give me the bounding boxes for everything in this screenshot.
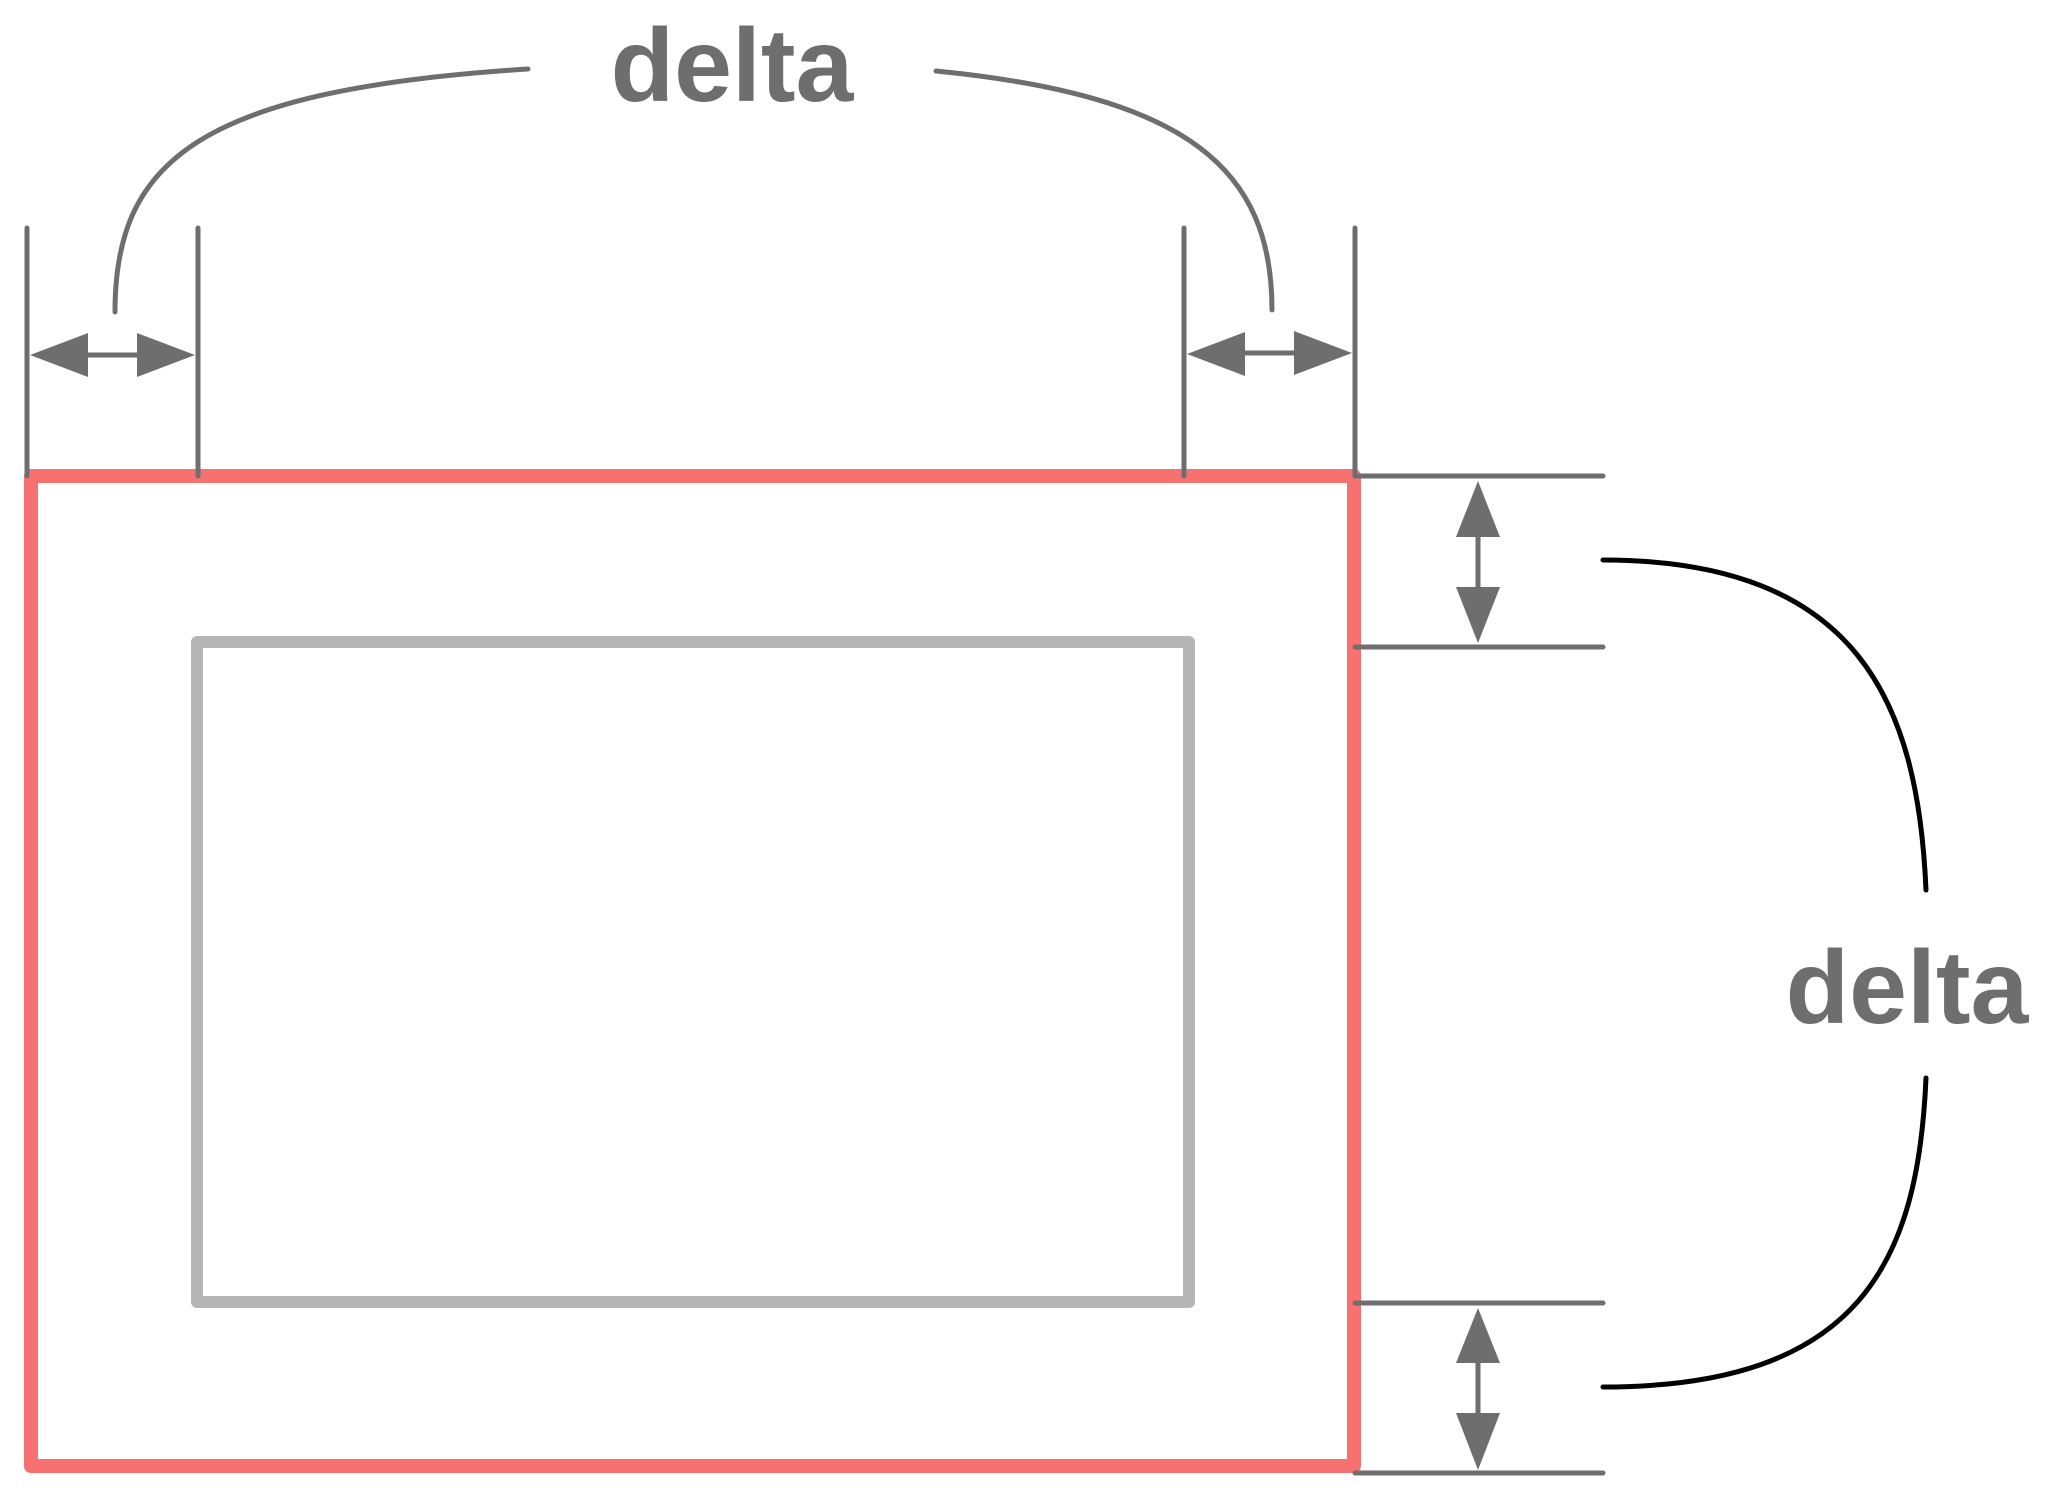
right-lower-bracket-curve: [1600, 1075, 1929, 1390]
top-right-dimension: [1181, 225, 1358, 479]
right-lower-arrowhead-bottom: [1456, 1413, 1500, 1470]
top-right-bracket-curve: [933, 68, 1275, 313]
right-upper-dimension: [1352, 473, 1606, 650]
top-left-dimension: [24, 225, 201, 479]
top-left-arrowhead-right: [137, 333, 195, 377]
right-upper-bracket-curve: [1600, 557, 1929, 893]
top-left-arrowhead-left: [30, 333, 88, 377]
top-left-bracket-curve: [112, 66, 531, 315]
top-right-arrowhead-right: [1294, 331, 1352, 375]
right-lower-arrowhead-top: [1456, 1308, 1500, 1363]
inner-rectangle: [191, 636, 1195, 1308]
right-upper-arrowhead-top: [1456, 481, 1500, 537]
right-lower-dimension: [1352, 1300, 1606, 1476]
top-right-arrowhead-left: [1187, 332, 1245, 376]
right-upper-arrowhead-bottom: [1456, 587, 1500, 643]
right-delta-label: delta: [1786, 930, 2030, 1046]
outer-rectangle: [24, 469, 1361, 1473]
top-delta-label: delta: [611, 8, 855, 124]
